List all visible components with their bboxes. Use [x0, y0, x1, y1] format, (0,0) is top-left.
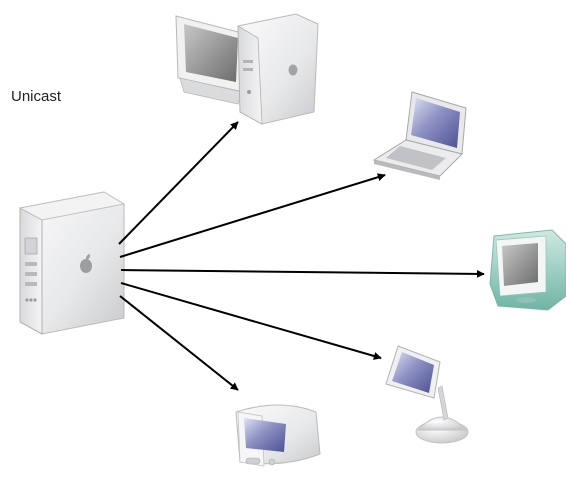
desktop-tower-with-monitor-icon	[175, 13, 319, 125]
arrow-to-desktop	[118, 121, 239, 245]
arrow-to-emac	[119, 295, 239, 391]
imac-g3-icon	[489, 229, 566, 311]
diagram-title: Unicast	[11, 88, 62, 105]
arrow-to-laptop	[119, 173, 386, 258]
connection-arrows	[118, 121, 485, 391]
laptop-icon	[372, 91, 467, 180]
source-server-icon	[18, 191, 126, 335]
emac-icon	[235, 404, 321, 467]
arrow-to-imac-g4	[120, 282, 382, 360]
arrow-to-imac	[120, 269, 485, 278]
imac-g4-icon	[385, 345, 469, 444]
